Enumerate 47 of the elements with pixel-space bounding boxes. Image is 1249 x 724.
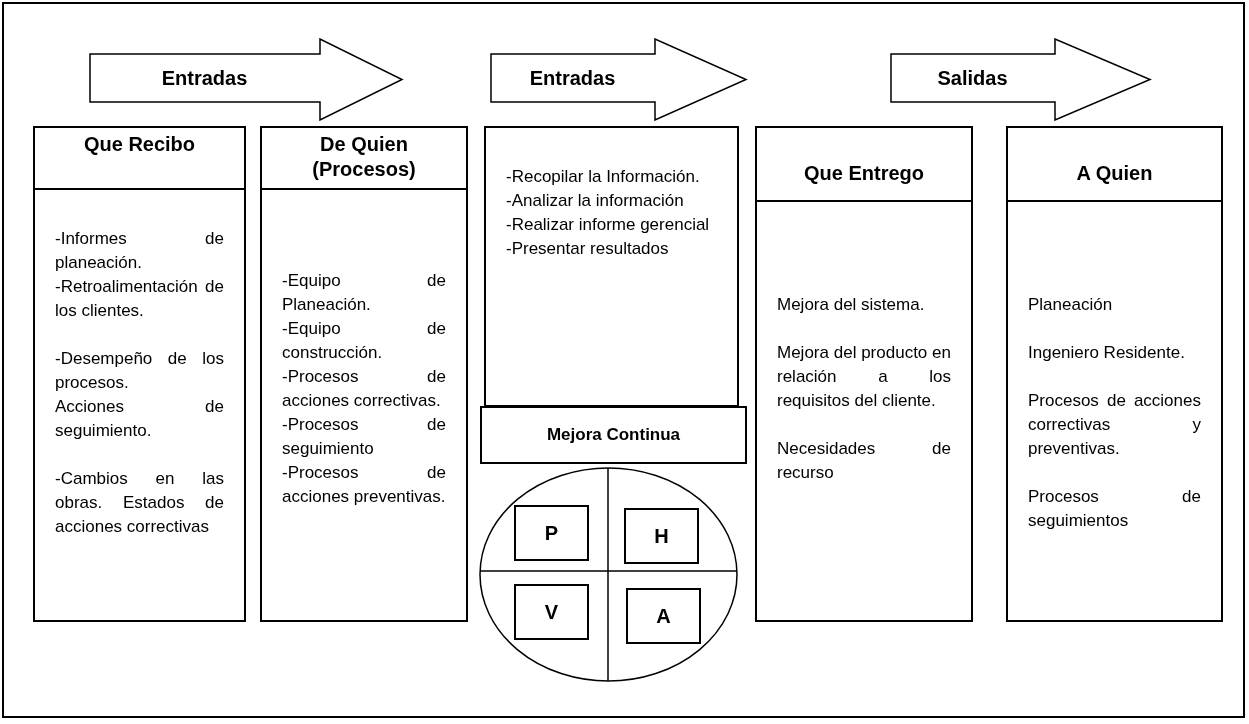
column-box [33, 126, 246, 622]
arrow-label: Salidas [936, 65, 1009, 91]
list-item-text: -Recopilar la Información. [506, 166, 701, 188]
list-item-text: -Desempeño de los procesos. [55, 348, 224, 394]
box-label: H [654, 524, 669, 548]
box-label: V [544, 600, 559, 624]
list-item-text: Planeación [1028, 294, 1114, 316]
list-item-text: Ingeniero Residente. [1028, 342, 1186, 364]
column-box [1006, 126, 1223, 622]
block-arrow [490, 38, 748, 121]
label-box [626, 588, 701, 644]
list-item-text: Procesos de acciones correctivas y preventivas. [1028, 390, 1201, 460]
cycle-circle [479, 467, 738, 682]
column-heading: A Quien [1076, 161, 1153, 186]
column-heading: De Quien (Procesos) [311, 132, 417, 182]
column-box [755, 126, 973, 622]
process-box [484, 126, 739, 407]
label-box [514, 584, 589, 640]
list-item-text: Mejora del producto en relación a los requisitos del cliente. [777, 342, 951, 412]
list-item-text: Procesos de seguimientos [1028, 486, 1201, 532]
box-label: P [544, 521, 559, 545]
block-arrow [89, 38, 404, 121]
column-heading: Que Recibo [83, 132, 196, 157]
arrow-label: Entradas [160, 65, 249, 91]
box-label: Mejora Continua [546, 425, 681, 445]
list-item-text: -Presentar resultados [506, 238, 670, 260]
block-arrow [890, 38, 1152, 121]
list-item-text: -Procesos de acciones preventivas. [282, 462, 446, 508]
list-item-text: -Equipo de Planeación. [282, 270, 446, 316]
list-item-text: Mejora del sistema. [777, 294, 926, 316]
column-box [260, 126, 468, 622]
column-heading: Que Entrego [804, 161, 924, 186]
label-box [624, 508, 699, 564]
label-box [514, 505, 589, 561]
list-item-text: -Procesos de acciones correctivas. [282, 366, 446, 412]
list-item-text: Necesidades de recurso [777, 438, 951, 484]
list-item-text: -Retroalimentación de los clientes. [55, 276, 224, 322]
list-item-text: -Cambios en las obras. Estados de acciones correctivas [55, 468, 224, 538]
list-item-text: -Analizar la información [506, 190, 685, 212]
arrow-label: Entradas [528, 65, 617, 91]
list-item-text: -Realizar informe gerencial [506, 214, 711, 236]
list-item-text: Acciones de seguimiento. [55, 396, 224, 442]
list-item-text: -Equipo de construcción. [282, 318, 446, 364]
label-box [480, 406, 747, 464]
list-item-text: -Procesos de seguimiento [282, 414, 446, 460]
box-label: A [656, 604, 671, 628]
list-item-text: -Informes de planeación. [55, 228, 224, 274]
